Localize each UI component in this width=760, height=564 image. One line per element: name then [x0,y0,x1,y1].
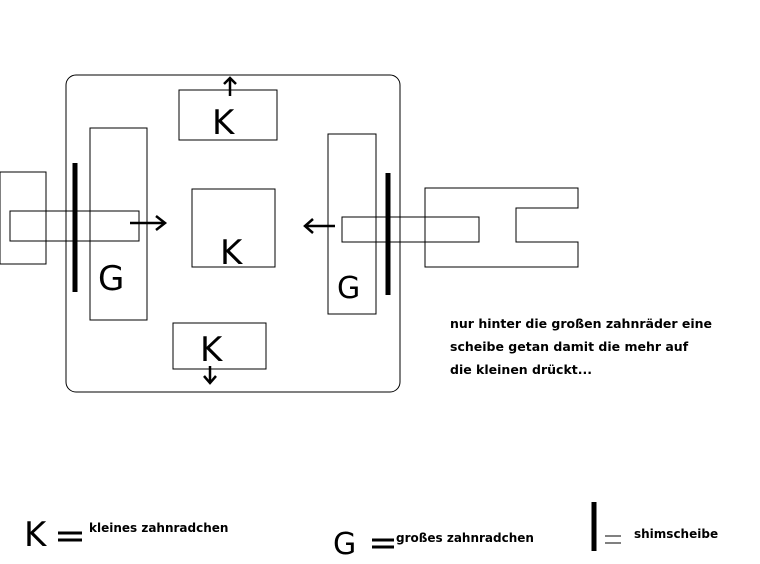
center-gear-label: K [220,233,244,273]
legend-small-symbol: K [24,515,48,555]
right-shaft-housing [424,187,579,268]
right-shaft [341,216,480,243]
legend-large-symbol: G [333,527,356,562]
legend-small-label: kleines zahnradchen [89,521,228,535]
legend-shim: shimscheibe [591,502,718,551]
right-large-gear [327,133,377,315]
arrow-down-icon [203,366,217,385]
center-small-gear [191,188,276,268]
note-line-1: nur hinter die großen zahnräder eine [450,316,712,331]
note-line-3: die kleinen drückt... [450,362,592,377]
arrow-up-icon [223,76,237,96]
legend-shim-label: shimscheibe [634,527,718,541]
note-line-2: scheibe getan damit die mehr auf [450,339,689,354]
bottom-small-gear [172,322,267,370]
legend-large-label: großes zahnradchen [396,531,534,545]
arrow-right-icon [130,215,168,231]
top-small-gear [178,89,278,141]
left-gear-label: G [98,259,124,299]
legend-small-gear: K kleines zahnradchen [24,515,228,555]
legend-large-gear: G großes zahnradchen [333,527,534,562]
bottom-gear-label: K [200,330,224,370]
right-gear-label: G [337,271,360,306]
left-shaft-housing [0,171,47,265]
housing [65,74,401,393]
top-gear-label: K [212,103,236,143]
arrow-left-icon [303,218,335,234]
